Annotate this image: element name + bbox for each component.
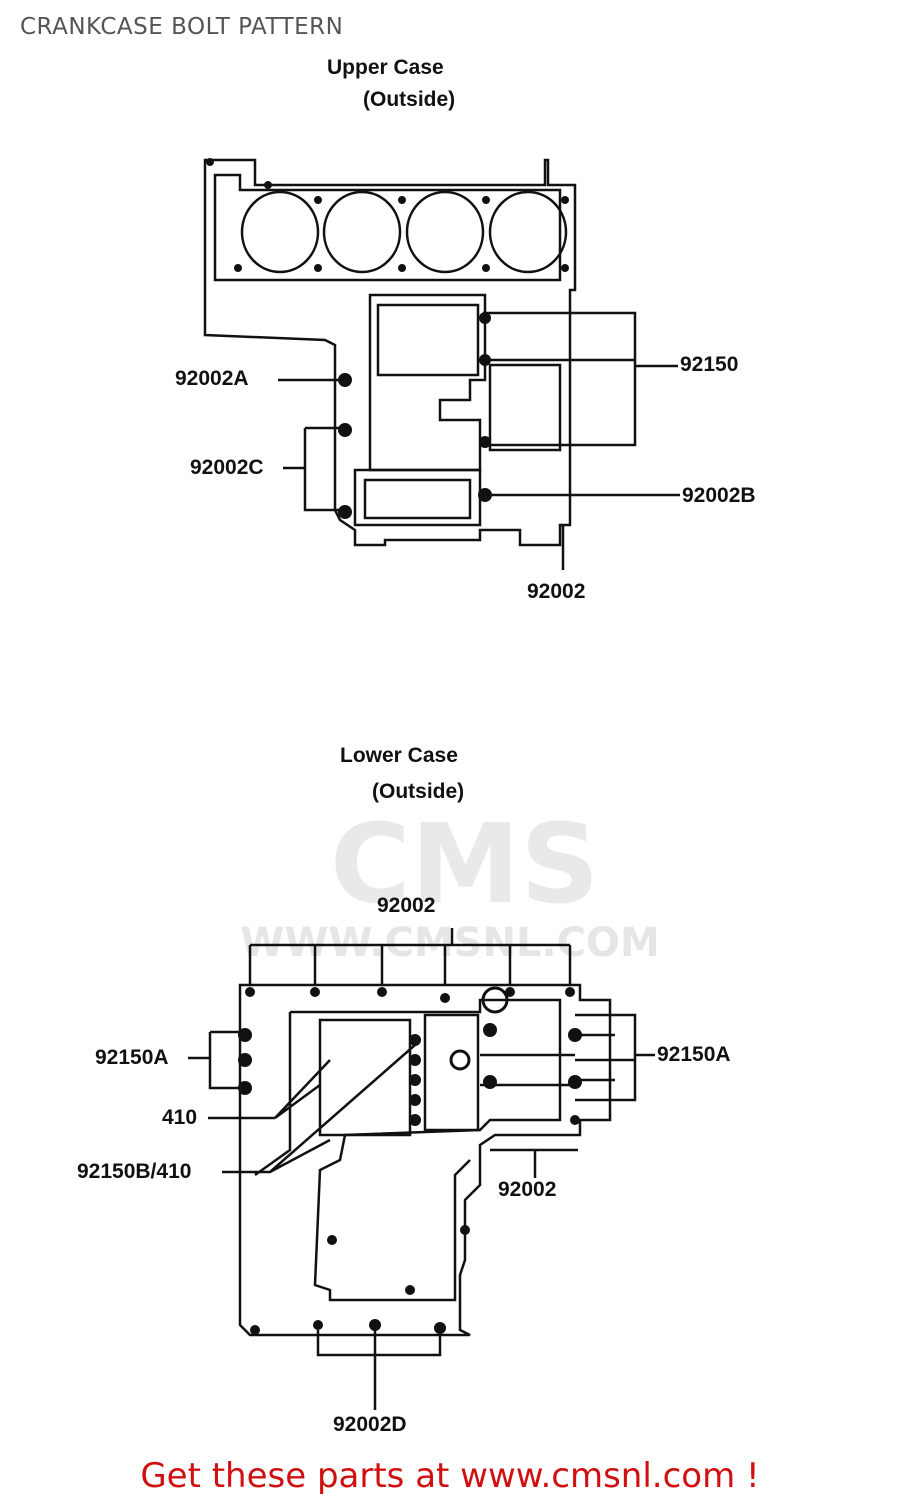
watermark-url: WWW.CMSNL.COM	[240, 920, 660, 966]
label-92002a: 92002A	[175, 367, 249, 390]
upper-case-title: Upper Case	[327, 56, 444, 79]
label-410: 410	[162, 1106, 198, 1129]
lower-case-subtitle: (Outside)	[372, 780, 465, 803]
upper-case-subtitle: (Outside)	[363, 88, 456, 111]
page-title: CRANKCASE BOLT PATTERN	[20, 14, 344, 40]
label-92002-lower-top: 92002	[377, 894, 436, 917]
lower-case-title: Lower Case	[340, 744, 458, 767]
label-92002b: 92002B	[682, 484, 756, 507]
lower-case-drawing	[188, 928, 655, 1410]
footer-shop-link[interactable]: Get these parts at www.cmsnl.com !	[140, 1456, 760, 1496]
label-92002d: 92002D	[333, 1413, 407, 1436]
watermark-brand: CMS	[330, 800, 600, 928]
label-92002-lower-right: 92002	[498, 1178, 557, 1201]
label-92002-upper: 92002	[527, 580, 586, 603]
label-92150a-left: 92150A	[95, 1046, 169, 1069]
label-92150b-410: 92150B/410	[77, 1160, 192, 1183]
label-92002c: 92002C	[190, 456, 264, 479]
label-92150a-right: 92150A	[657, 1043, 731, 1066]
upper-case-drawing	[203, 158, 680, 570]
label-92150: 92150	[680, 353, 739, 376]
